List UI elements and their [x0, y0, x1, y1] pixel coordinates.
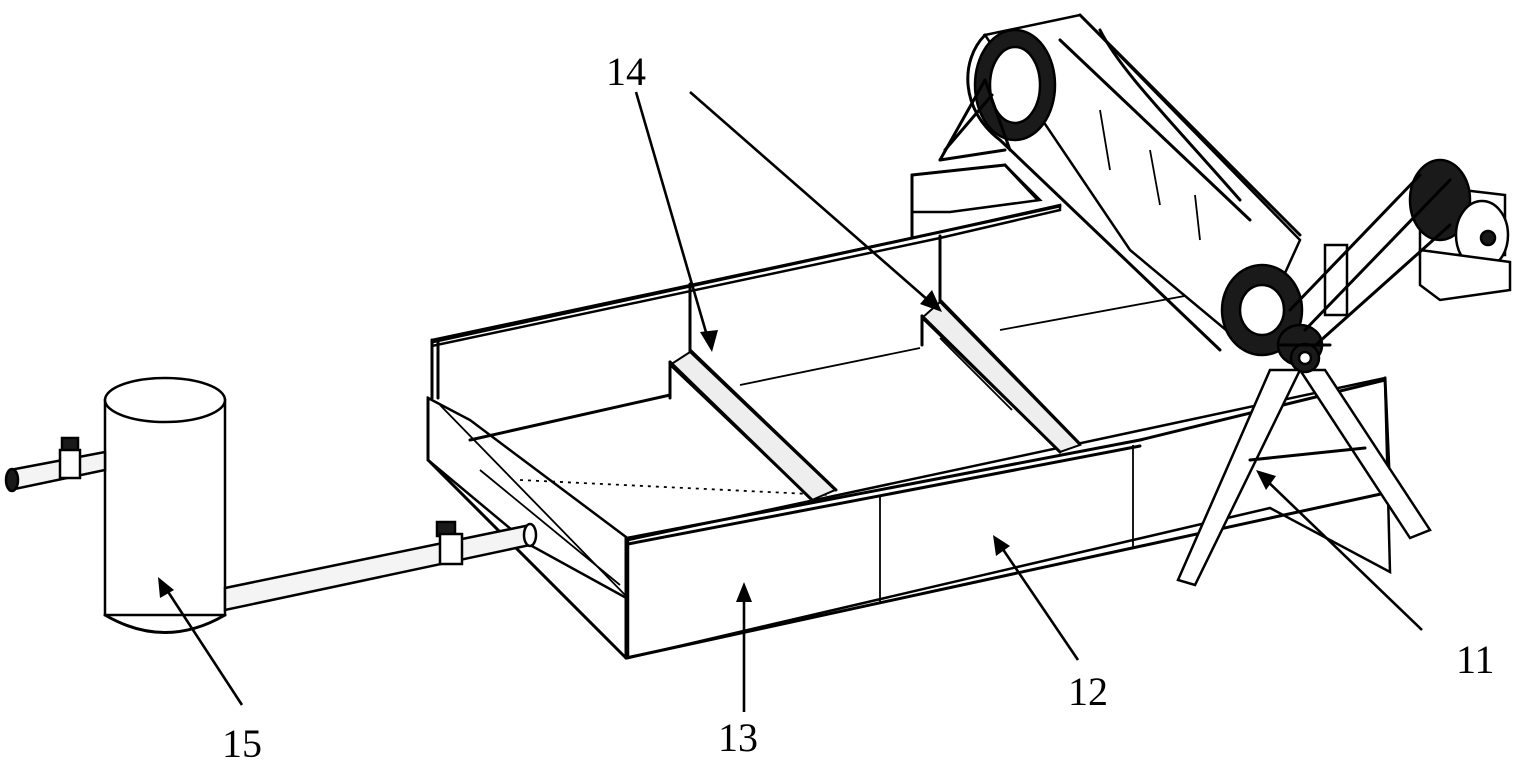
baffle-right	[920, 234, 1082, 454]
label-13: 13	[718, 715, 758, 760]
label-11: 11	[1456, 637, 1495, 682]
tank	[426, 203, 1392, 660]
label-12: 12	[1068, 669, 1108, 714]
leader-lines	[158, 91, 1423, 712]
motor	[1288, 158, 1512, 352]
rear-box	[910, 163, 1043, 240]
collection-tank	[4, 376, 538, 634]
drum-assembly	[938, 13, 1349, 367]
label-14: 14	[606, 49, 646, 94]
support-stand	[1176, 342, 1432, 587]
baffle-left	[668, 282, 838, 502]
label-15: 15	[222, 721, 262, 766]
